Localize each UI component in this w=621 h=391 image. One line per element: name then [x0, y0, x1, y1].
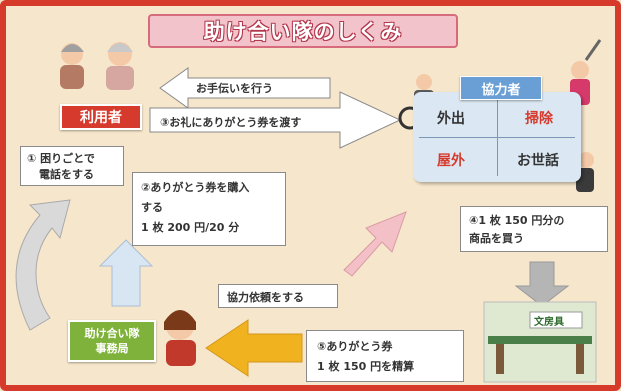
call-box: ① 困りごとで 電話をする — [20, 146, 124, 186]
office-tag: 助け合い隊 事務局 — [68, 320, 156, 362]
office-tag-line2: 事務局 — [95, 342, 129, 355]
buy-up-arrow — [98, 239, 154, 307]
pay-box-line2: 商品を買う — [469, 232, 524, 245]
call-box-line2: 電話をする — [39, 168, 94, 181]
helper-cell-outdoor: 屋外 — [437, 153, 465, 169]
buy-box-line2: する — [141, 201, 163, 214]
store-sign: 文房具 — [534, 317, 564, 328]
helper-panel: 外出 掃除 屋外 お世話 — [413, 92, 581, 182]
helper-cell-care: お世話 — [517, 153, 559, 169]
call-box-line1: ① 困りごとで — [27, 152, 95, 165]
exchange-box-line1: ⑤ありがとう券 — [317, 340, 393, 353]
buy-box: ②ありがとう券を購入 する 1 枚 200 円/20 分 — [132, 172, 286, 246]
exchange-box-line2: 1 枚 150 円を精算 — [317, 360, 415, 373]
buy-box-line3: 1 枚 200 円/20 分 — [141, 221, 240, 234]
pay-box-line1: ④1 枚 150 円分の — [469, 214, 565, 227]
pay-box: ④1 枚 150 円分の 商品を買う — [460, 206, 608, 252]
operator-illustration — [164, 310, 196, 366]
store-photo — [483, 301, 597, 383]
elderly-couple-illustration — [60, 42, 134, 90]
request-box: 協力依頼をする — [218, 284, 338, 308]
buy-box-line1: ②ありがとう券を購入 — [141, 181, 250, 194]
user-tag: 利用者 — [60, 104, 142, 130]
office-tag-line1: 助け合い隊 — [84, 327, 140, 340]
request-arrow — [343, 211, 407, 277]
store-down-arrow — [514, 261, 570, 307]
help-arrow — [159, 67, 331, 109]
thanks-arrow-label: ③お礼にありがとう券を渡す — [160, 116, 302, 129]
call-curve-arrow — [15, 199, 71, 331]
helper-tag: 協力者 — [460, 76, 542, 100]
helper-cell-cleaning: 掃除 — [525, 111, 553, 127]
help-arrow-label: お手伝いを行う — [196, 82, 273, 95]
exchange-arrow — [205, 319, 303, 377]
thanks-arrow — [149, 91, 402, 149]
exchange-box: ⑤ありがとう券 1 枚 150 円を精算 — [306, 330, 464, 382]
diagram-title: 助け合い隊のしくみ — [148, 14, 458, 48]
helper-cell-outing: 外出 — [437, 111, 465, 127]
